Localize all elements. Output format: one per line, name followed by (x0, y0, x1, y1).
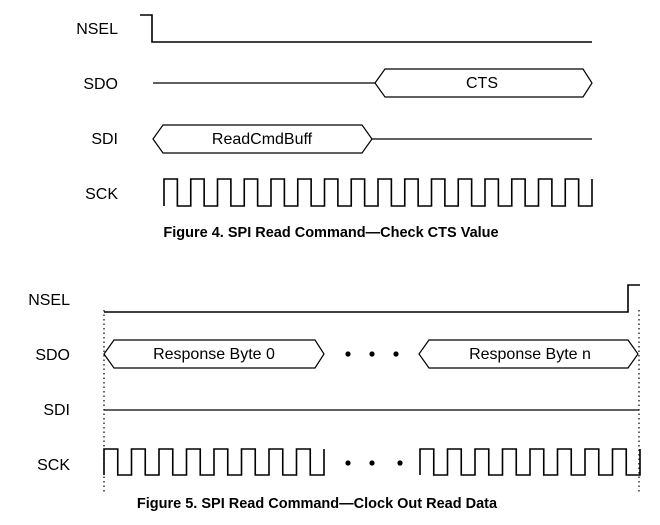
fig5-caption: Figure 5. SPI Read Command—Clock Out Rea… (137, 496, 498, 512)
fig4-sdi-label: SDI (91, 131, 118, 148)
fig4-sdi-bus-label: ReadCmdBuff (212, 131, 313, 148)
fig4-sck-waveform (163, 178, 593, 207)
fig5-sdo-bus-last-label: Response Byte n (469, 346, 591, 363)
fig5-sck-label: SCK (37, 457, 70, 474)
fig5-sck-waveform-first (103, 448, 325, 476)
ellipsis-dot (393, 351, 399, 357)
ellipsis-dot (369, 351, 375, 357)
fig5-sdo-ellipsis (345, 351, 399, 357)
fig4-sdo-label: SDO (83, 76, 118, 93)
ellipsis-dot (369, 460, 375, 466)
fig5-sdo-bus-last-shape (418, 339, 639, 369)
fig4-nsel-waveform (140, 14, 592, 43)
ellipsis-dot (397, 460, 403, 466)
ellipsis-dot (345, 351, 351, 357)
fig5-nsel-waveform (104, 284, 640, 313)
fig5-sdo-bus-first-label: Response Byte 0 (153, 346, 275, 363)
ellipsis-dot (345, 460, 351, 466)
fig5-nsel-label: NSEL (28, 292, 70, 309)
fig5-sdi-label: SDI (43, 402, 70, 419)
fig4-sdo-bus-label: CTS (466, 75, 498, 92)
fig4-sck-label: SCK (85, 186, 118, 203)
fig5-sdo-bus-first-shape (103, 339, 325, 369)
fig5-sck-ellipsis (345, 460, 403, 466)
figure-5: NSEL SDO SDI SCK Response Byte 0 Respons… (28, 284, 641, 512)
fig4-sdo-bus-shape (374, 68, 593, 98)
fig5-sck-waveform-last (419, 448, 641, 476)
figure-4: NSEL SDO SDI SCK CTS ReadCmdBuff Figure … (76, 14, 593, 241)
fig4-caption: Figure 4. SPI Read Command—Check CTS Val… (163, 225, 498, 241)
fig5-sdo-label: SDO (35, 347, 70, 364)
fig4-nsel-label: NSEL (76, 21, 118, 38)
